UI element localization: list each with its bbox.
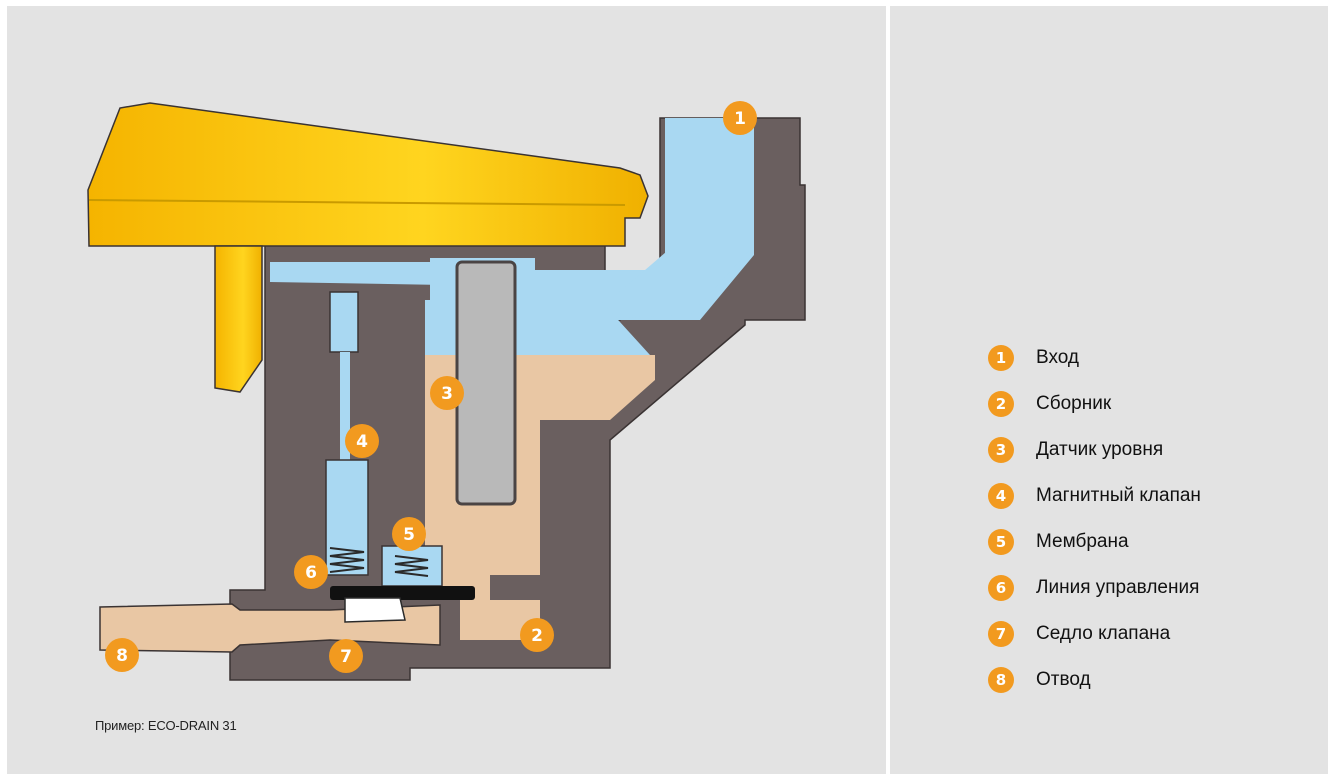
- svg-text:8: 8: [116, 646, 128, 666]
- legend-badge: 3: [988, 437, 1014, 463]
- legend-item-control-line: 6 Линия управления: [988, 565, 1201, 611]
- lid: [88, 103, 648, 246]
- legend-label: Отвод: [1036, 669, 1091, 691]
- svg-text:3: 3: [441, 384, 453, 404]
- legend-label: Датчик уровня: [1036, 439, 1163, 461]
- level-sensor: [457, 262, 515, 504]
- marker-8: 8: [105, 638, 139, 672]
- legend-label: Мембрана: [1036, 531, 1129, 553]
- legend-item-membrane: 5 Мембрана: [988, 519, 1201, 565]
- legend-badge: 1: [988, 345, 1014, 371]
- legend-badge: 2: [988, 391, 1014, 417]
- legend-badge: 8: [988, 667, 1014, 693]
- top-water-passage: [270, 262, 445, 285]
- legend-badge: 7: [988, 621, 1014, 647]
- marker-2: 2: [520, 618, 554, 652]
- svg-text:2: 2: [531, 626, 543, 646]
- legend-item-level-sensor: 3 Датчик уровня: [988, 427, 1201, 473]
- svg-text:5: 5: [403, 525, 415, 545]
- marker-1: 1: [723, 101, 757, 135]
- legend: 1 Вход 2 Сборник 3 Датчик уровня 4 Магни…: [988, 335, 1201, 703]
- marker-3: 3: [430, 376, 464, 410]
- valve-seat: [345, 598, 405, 622]
- svg-text:7: 7: [340, 647, 352, 667]
- legend-label: Магнитный клапан: [1036, 485, 1201, 507]
- legend-item-collector: 2 Сборник: [988, 381, 1201, 427]
- svg-text:6: 6: [305, 563, 317, 583]
- legend-item-valve-seat: 7 Седло клапана: [988, 611, 1201, 657]
- legend-label: Седло клапана: [1036, 623, 1170, 645]
- svg-text:1: 1: [734, 109, 746, 129]
- legend-badge: 6: [988, 575, 1014, 601]
- legend-item-solenoid-valve: 4 Магнитный клапан: [988, 473, 1201, 519]
- solenoid-chamber: [330, 292, 358, 352]
- diagram-caption: Пример: ECO-DRAIN 31: [95, 718, 236, 733]
- marker-7: 7: [329, 639, 363, 673]
- marker-4: 4: [345, 424, 379, 458]
- svg-text:4: 4: [356, 432, 368, 452]
- marker-5: 5: [392, 517, 426, 551]
- legend-item-outlet: 8 Отвод: [988, 657, 1201, 703]
- legend-badge: 5: [988, 529, 1014, 555]
- lid-clip: [215, 246, 262, 392]
- legend-label: Сборник: [1036, 393, 1111, 415]
- marker-6: 6: [294, 555, 328, 589]
- legend-label: Вход: [1036, 347, 1079, 369]
- legend-badge: 4: [988, 483, 1014, 509]
- legend-item-inlet: 1 Вход: [988, 335, 1201, 381]
- legend-label: Линия управления: [1036, 577, 1199, 599]
